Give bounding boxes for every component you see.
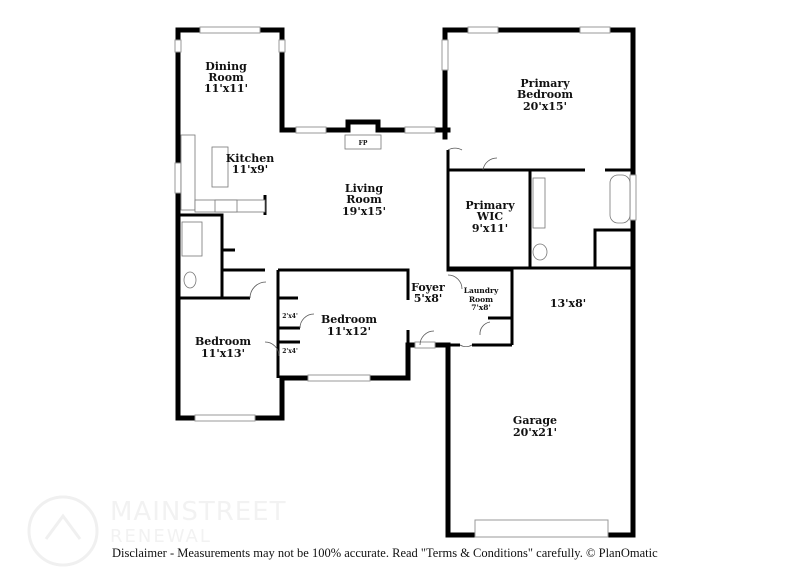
kitchen-name: Kitchen [226, 152, 275, 165]
laundry-room-name: Laundry [464, 286, 499, 295]
kitchen-counter [180, 134, 196, 211]
fireplace [344, 134, 382, 150]
primary-bedroom-size: 20'x15' [523, 100, 567, 113]
bedroom-name: Bedroom [321, 313, 377, 326]
bathtub-icon [181, 221, 203, 257]
fixtures [180, 134, 631, 357]
disclaimer-text: Disclaimer - Measurements may not be 100… [112, 546, 658, 560]
mainstreet-logo-icon [27, 495, 99, 567]
primary-wic-size: 9'x11' [472, 222, 508, 235]
dining-room-size: 11'x11' [204, 82, 248, 95]
laundry-room-size: 7'x8' [471, 303, 491, 312]
closet-size: 2'x4' [282, 348, 298, 355]
garage-door [474, 519, 609, 538]
garage-name: Garage [513, 414, 557, 427]
primary-wic-name: WIC [476, 210, 503, 223]
living-room-size: 19'x15' [342, 205, 386, 218]
primary-bedroom-name: Bedroom [517, 88, 573, 101]
toilet-icon [183, 271, 197, 289]
bedroom-size: 11'x12' [327, 325, 371, 338]
foyer-name: Foyer [411, 281, 445, 294]
living-room-name: Living [345, 182, 383, 195]
stove-icon [214, 199, 238, 213]
laundry-room-name: Room [469, 295, 493, 304]
garage-upper-size: 13'x8' [550, 297, 586, 310]
watermark-text: RENEWAL [110, 526, 212, 547]
bedroom-size: 11'x13' [201, 347, 245, 360]
bathtub-icon [609, 174, 631, 224]
bedroom-name: Bedroom [195, 335, 251, 348]
dining-room-name: Dining [205, 60, 247, 73]
room-labels: Dining Room 11'x11' Kitchen 11'x9' Livin… [195, 60, 586, 439]
dining-room-name: Room [208, 71, 244, 84]
foyer-size: 5'x8' [414, 292, 443, 305]
garage-size: 20'x21' [513, 426, 557, 439]
toilet-icon [532, 243, 548, 261]
kitchen-size: 11'x9' [232, 163, 268, 176]
fireplace-label: FP [359, 140, 368, 147]
interior-walls [178, 150, 633, 378]
primary-bedroom-name: Primary [520, 77, 570, 90]
primary-wic-name: Primary [465, 199, 515, 212]
vanity-icon [532, 177, 546, 229]
living-room-name: Room [346, 193, 382, 206]
closet-size: 2'x4' [282, 313, 298, 320]
exterior-walls [175, 27, 636, 538]
watermark-text: MAINSTREET [110, 497, 287, 527]
kitchen-island [211, 146, 229, 188]
